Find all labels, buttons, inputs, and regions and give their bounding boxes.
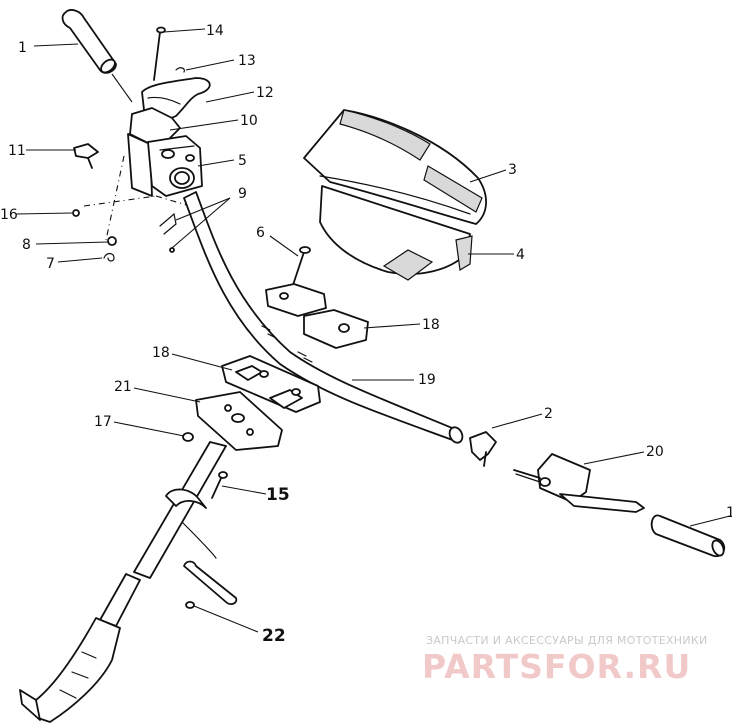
callout-18b: 18 bbox=[152, 345, 170, 361]
part-washer-16 bbox=[72, 209, 80, 217]
part-left-grip bbox=[61, 9, 117, 74]
part-master-cylinder-10 bbox=[127, 107, 181, 197]
callout-15: 15 bbox=[266, 485, 290, 505]
callout-19: 19 bbox=[418, 372, 436, 388]
part-handlebar-19 bbox=[183, 191, 464, 444]
callout-3: 3 bbox=[508, 162, 517, 178]
part-bracket-5 bbox=[147, 135, 203, 197]
callout-8: 8 bbox=[22, 237, 31, 253]
part-cover-3 bbox=[303, 109, 487, 225]
watermark: ЗАПЧАСТИ И АКСЕССУАРЫ ДЛЯ МОТОТЕХНИКИ PA… bbox=[422, 634, 708, 686]
callout-14: 14 bbox=[206, 23, 224, 39]
callout-2: 2 bbox=[544, 406, 553, 422]
part-clamp-18-lower bbox=[221, 355, 321, 413]
callout-4: 4 bbox=[516, 247, 525, 263]
watermark-brand: PARTSFOR.RU bbox=[422, 647, 691, 686]
callout-9: 9 bbox=[238, 186, 247, 202]
part-steering-column bbox=[19, 441, 227, 723]
callout-1b: 1 bbox=[726, 505, 732, 521]
callout-16: 16 bbox=[0, 207, 18, 223]
watermark-tagline: ЗАПЧАСТИ И АКСЕССУАРЫ ДЛЯ МОТОТЕХНИКИ bbox=[426, 634, 708, 647]
callout-20: 20 bbox=[646, 444, 664, 460]
callout-1a: 1 bbox=[18, 40, 27, 56]
callout-7: 7 bbox=[46, 256, 55, 272]
part-spring-9 bbox=[159, 212, 177, 235]
callout-13: 13 bbox=[238, 53, 256, 69]
part-throttle-20 bbox=[513, 453, 645, 513]
callout-5: 5 bbox=[238, 153, 247, 169]
part-clip-7 bbox=[103, 252, 115, 262]
leader-lines bbox=[15, 28, 731, 633]
part-nut-8 bbox=[107, 236, 117, 246]
part-bolt-6 bbox=[291, 246, 311, 289]
part-bolt-15 bbox=[211, 471, 228, 499]
part-plate-21 bbox=[195, 391, 283, 451]
part-right-grip bbox=[650, 514, 726, 558]
part-cover-4 bbox=[319, 165, 483, 281]
callout-22: 22 bbox=[262, 626, 286, 646]
callout-18a: 18 bbox=[422, 317, 440, 333]
callout-21: 21 bbox=[114, 379, 132, 395]
part-pin-22 bbox=[183, 560, 238, 609]
part-pin-14 bbox=[153, 26, 166, 81]
part-nut-17 bbox=[182, 432, 194, 442]
callout-6: 6 bbox=[256, 225, 265, 241]
callout-17: 17 bbox=[94, 414, 112, 430]
part-bracket-2 bbox=[469, 431, 497, 467]
part-clip-13 bbox=[175, 67, 185, 73]
callout-labels: 1 14 13 12 10 11 5 9 16 8 7 6 3 4 18 18 … bbox=[0, 23, 732, 646]
part-clamp-18-upper bbox=[265, 283, 369, 349]
part-fastener-11 bbox=[73, 143, 99, 169]
callout-12: 12 bbox=[256, 85, 274, 101]
callout-11: 11 bbox=[8, 143, 26, 159]
callout-10: 10 bbox=[240, 113, 258, 129]
